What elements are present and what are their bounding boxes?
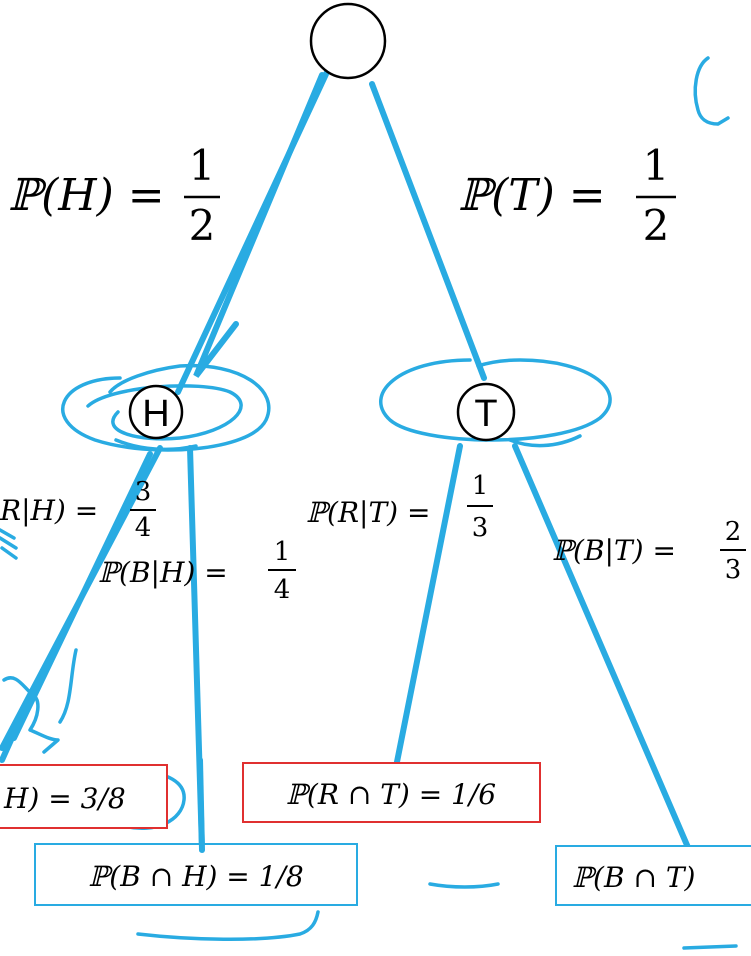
underline-blue-tails [682, 944, 738, 950]
p-red-given-heads-den: 4 [135, 513, 152, 543]
ellipse-around-tails [379, 358, 612, 442]
label-p-heads: ℙ(H) = 1 2 [8, 141, 220, 250]
outcome-blue-and-tails-text: ℙ(B ∩ T) [572, 861, 695, 894]
label-p-red-given-heads: R|H) = 3 4 [0, 477, 156, 543]
edge-heads-to-red-overdraw [11, 451, 153, 741]
outcome-blue-and-heads-box [34, 843, 358, 906]
edge-overlay [0, 717, 205, 853]
label-p-tails: ℙ(T) = 1 2 [458, 141, 676, 250]
p-blue-given-heads-lhs: ℙ(B|H) = [98, 556, 228, 589]
label-p-blue-given-tails: ℙ(B|T) = 2 3 [552, 517, 746, 585]
node-root [309, 2, 387, 80]
p-red-given-heads-num: 3 [135, 477, 152, 507]
squiggle-lower-left [2, 676, 60, 754]
tails-circle [456, 382, 516, 442]
p-tails-num: 1 [643, 141, 670, 190]
label-p-red-given-tails: ℙ(R|T) = 1 3 [306, 471, 493, 543]
p-tails-den: 2 [643, 201, 670, 250]
node-heads: H [128, 384, 184, 440]
edge-tails-to-red [384, 443, 463, 815]
hook-near-heads-edge [58, 648, 78, 724]
p-blue-given-heads-num: 1 [274, 537, 291, 567]
squiggle-left-edge [0, 528, 18, 560]
underline-blue-heads [136, 910, 320, 942]
p-tails-lhs: ℙ(T) = [458, 170, 606, 221]
outcome-red-and-heads-box [0, 764, 168, 829]
tails-label: T [474, 393, 497, 435]
p-blue-given-tails-lhs: ℙ(B|T) = [552, 534, 676, 567]
edge-heads-to-blue-overlay [197, 757, 205, 853]
node-tails: T [456, 382, 516, 442]
p-blue-given-heads-den: 4 [274, 575, 291, 605]
outcome-blue-and-tails-box [555, 845, 751, 906]
outcome-red-and-tails-text: ℙ(R ∩ T) = 1/6 [286, 778, 496, 811]
heads-label: H [142, 393, 169, 435]
underline-red-tails [428, 882, 500, 889]
edge-root-to-tails [369, 81, 487, 381]
heads-circle [128, 384, 184, 440]
tree-edges [0, 69, 693, 855]
outcome-red-and-tails-box [242, 762, 541, 823]
p-heads-den: 2 [189, 201, 216, 250]
ellipse-around-heads [61, 363, 271, 452]
outcome-red-and-tails: ℙ(R ∩ T) = 1/6 [242, 762, 541, 823]
p-blue-given-tails-den: 3 [725, 555, 742, 585]
arc-under-heads [114, 438, 198, 452]
edge-root-to-heads-overdraw [193, 72, 325, 378]
p-red-given-tails-num: 1 [472, 471, 489, 501]
ink-annotations [0, 56, 738, 950]
edge-tails-to-blue [512, 443, 693, 855]
p-heads-lhs: ℙ(H) = [8, 170, 165, 221]
p-red-given-tails-den: 3 [472, 513, 489, 543]
arc-under-tails [508, 434, 582, 448]
outcome-red-and-heads: H) = 3/8 [0, 764, 168, 829]
p-red-given-tails-lhs: ℙ(R|T) = [306, 496, 430, 529]
label-p-blue-given-heads: ℙ(B|H) = 1 4 [98, 537, 296, 605]
root-circle [309, 2, 387, 80]
outcome-blue-and-heads: ℙ(B ∩ H) = 1/8 [34, 843, 358, 906]
outcome-blue-and-heads-text: ℙ(B ∩ H) = 1/8 [88, 860, 303, 893]
p-blue-given-tails-num: 2 [725, 517, 742, 547]
p-heads-num: 1 [189, 141, 216, 190]
p-red-given-heads-lhs: R|H) = [0, 494, 98, 527]
outcome-red-and-heads-text: H) = 3/8 [3, 782, 126, 815]
edge-heads-to-red-overlay [0, 717, 23, 763]
scribble-top-right [693, 56, 730, 126]
outcome-blue-and-tails: ℙ(B ∩ T) [555, 845, 751, 906]
